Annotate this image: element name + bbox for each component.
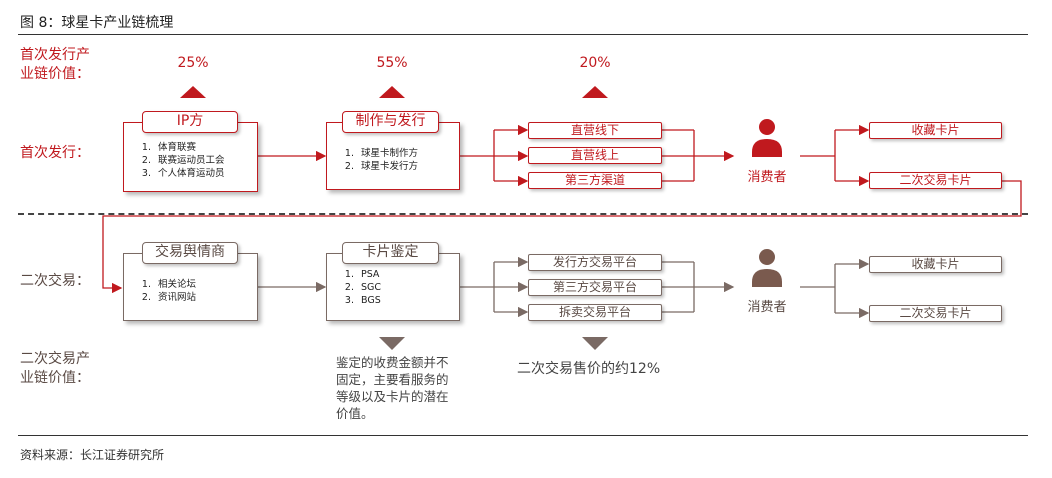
percent-channels: 20% xyxy=(579,55,611,71)
secondary-connectors xyxy=(258,256,870,319)
outcome-resell: 二次交易卡片 xyxy=(869,172,1002,189)
secondary-consumer-label: 消费者 xyxy=(747,300,787,315)
channel-third-party: 第三方渠道 xyxy=(528,172,662,189)
channel-direct-offline: 直营线下 xyxy=(528,122,662,139)
secondary-outcome-collect: 收藏卡片 xyxy=(869,256,1002,273)
percent-ip: 25% xyxy=(177,55,209,71)
platform-fee-note: 二次交易售价的约12% xyxy=(517,361,661,377)
value-triangle-ip xyxy=(180,86,206,98)
value-triangle-channels xyxy=(582,86,608,98)
value-triangles xyxy=(180,86,608,98)
outcome-collect: 收藏卡片 xyxy=(869,122,1002,139)
primary-connectors xyxy=(102,124,1022,294)
bottom-rule xyxy=(18,435,1028,436)
ip-box-title: IP方 xyxy=(142,111,238,133)
channel-issuer-platform: 发行方交易平台 xyxy=(528,254,662,271)
channel-direct-online: 直营线上 xyxy=(528,147,662,164)
grading-fee-note: 鉴定的收费金额并不固定，主要看服务的等级以及卡片的潜在价值。 xyxy=(336,355,449,421)
production-box-title: 制作与发行 xyxy=(342,111,439,133)
production-items: 球星卡制作方 球星卡发行方 xyxy=(327,147,459,173)
forum-box-title: 交易舆情商 xyxy=(142,242,238,264)
ip-items: 体育联赛 联赛运动员工会 个人体育运动员 xyxy=(124,141,257,180)
forum-items: 相关论坛 资讯网站 xyxy=(124,278,257,304)
resale-loop-arrow xyxy=(102,180,1022,294)
grading-items: PSA SGC BGS xyxy=(327,268,459,307)
forum-box: 相关论坛 资讯网站 xyxy=(123,253,258,321)
secondary-row-label: 二次交易： xyxy=(20,273,90,289)
person-icon xyxy=(752,249,782,287)
source-note: 资料来源：长江证券研究所 xyxy=(20,448,165,462)
production-box: 球星卡制作方 球星卡发行方 xyxy=(326,122,460,190)
percent-production: 55% xyxy=(376,55,408,71)
value-triangle-production xyxy=(379,86,405,98)
primary-value-label: 首次发行产 业链价值： xyxy=(20,47,90,82)
ip-box: 体育联赛 联赛运动员工会 个人体育运动员 xyxy=(123,122,258,192)
grading-box-title: 卡片鉴定 xyxy=(342,242,439,264)
person-icon xyxy=(752,119,782,157)
channel-third-party-platform: 第三方交易平台 xyxy=(528,279,662,296)
primary-consumer-label: 消费者 xyxy=(747,170,787,185)
secondary-value-label: 二次交易产 业链价值： xyxy=(20,351,90,386)
down-triangle-grading xyxy=(379,337,405,350)
primary-row-label: 首次发行： xyxy=(20,145,90,161)
figure-title: 图 8：球星卡产业链梳理 xyxy=(20,15,174,31)
top-rule xyxy=(18,34,1028,35)
channel-breaking-platform: 拆卖交易平台 xyxy=(528,304,662,321)
secondary-outcome-resell: 二次交易卡片 xyxy=(869,305,1002,322)
down-triangle-platform xyxy=(582,337,608,350)
section-divider xyxy=(18,213,1028,215)
